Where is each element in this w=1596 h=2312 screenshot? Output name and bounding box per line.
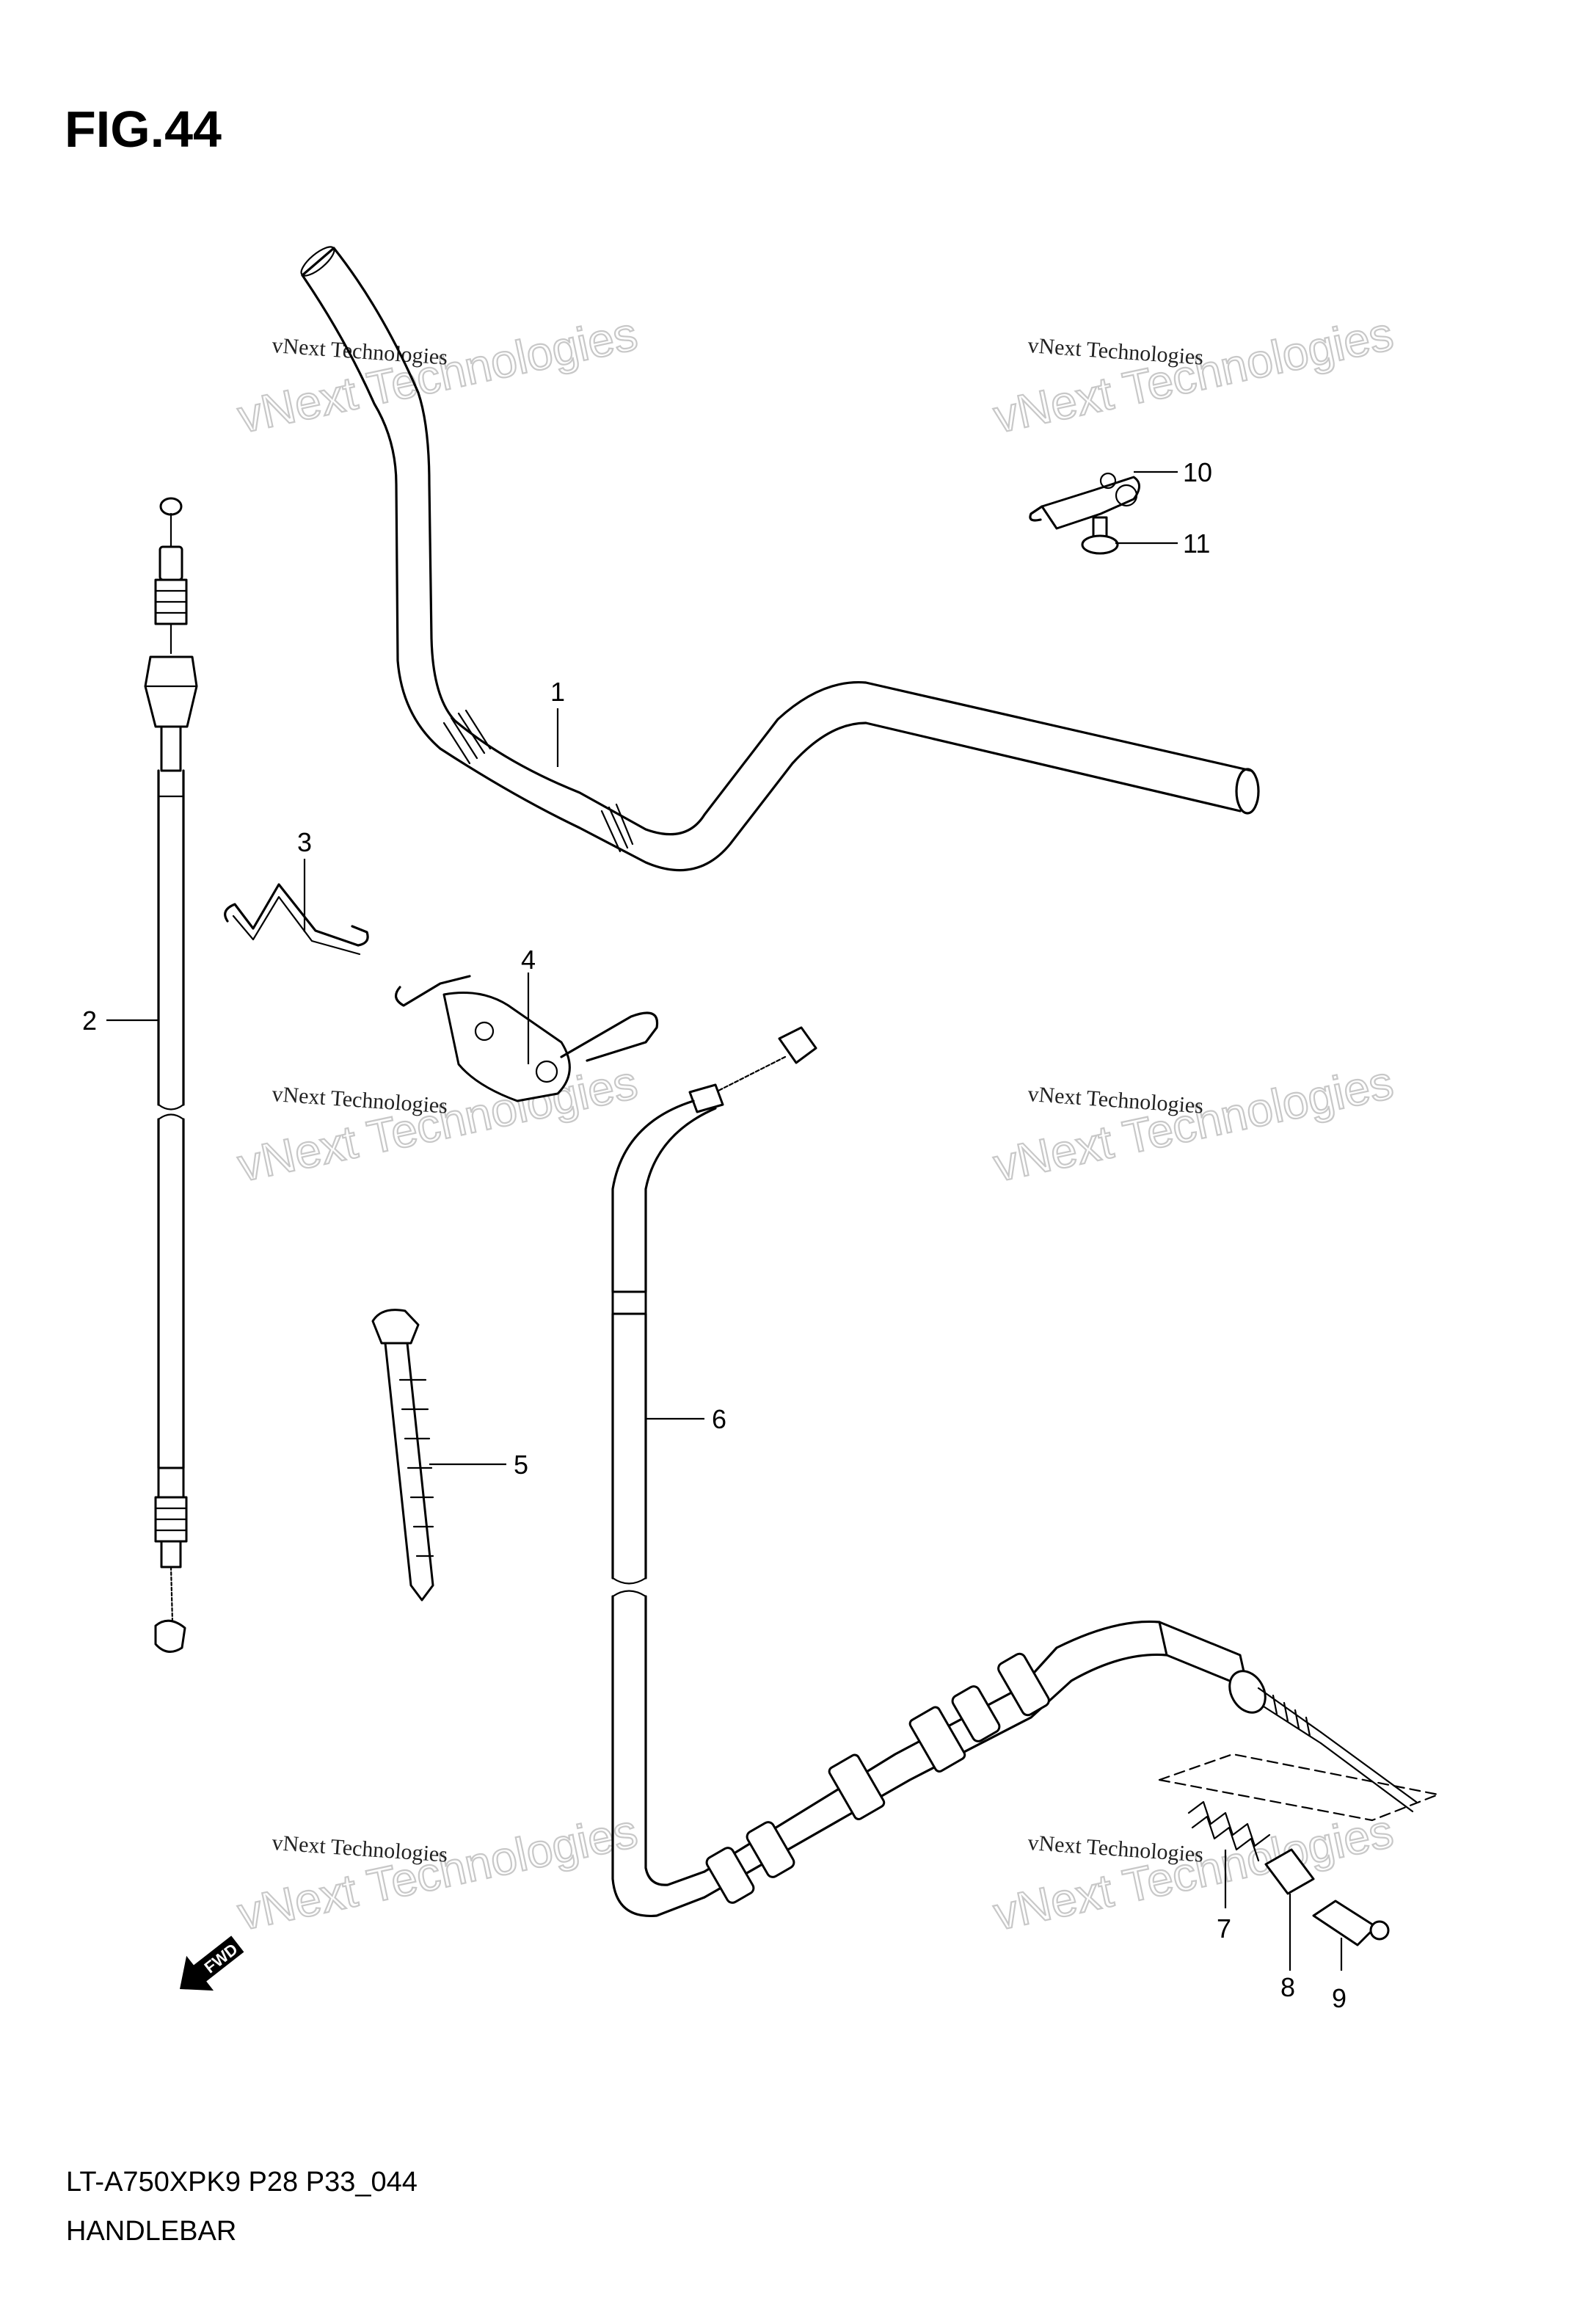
watermark-big-text: vNext Technologies	[989, 307, 1398, 443]
watermark-5: vNext Technologies vNext Technologies	[233, 1803, 643, 1941]
callout-5: 5	[514, 1450, 528, 1480]
part-11-screw: 11	[1081, 516, 1210, 559]
callout-8: 8	[1280, 1972, 1295, 2002]
part-8-cable-end: 8	[1264, 1848, 1315, 2002]
part-10-holder: 10	[1029, 457, 1212, 530]
part-9-adjuster: 9	[1312, 1900, 1390, 2013]
callout-11: 11	[1183, 528, 1210, 559]
callout-1: 1	[550, 677, 565, 707]
figure-title: FIG.44	[65, 101, 222, 158]
watermark-1: vNext Technologies vNext Technologies	[233, 306, 643, 444]
part-2-cable: 2	[82, 497, 198, 1653]
watermark-big-text: vNext Technologies	[233, 1055, 642, 1192]
fwd-arrow-icon: FWD	[180, 1935, 244, 1991]
callout-6: 6	[712, 1404, 726, 1434]
part-1-handlebar	[300, 246, 1260, 872]
callout-7: 7	[1217, 1913, 1231, 1944]
callout-2: 2	[82, 1006, 97, 1036]
watermark-4: vNext Technologies vNext Technologies	[988, 1055, 1399, 1193]
watermark-3: vNext Technologies vNext Technologies	[233, 1055, 643, 1193]
assembly-indicator	[1158, 1753, 1440, 1822]
part-4-guide: 4	[395, 945, 659, 1102]
part-6-brake-cable: 6	[611, 1026, 1418, 1917]
part-7-spring: 7	[1187, 1800, 1271, 1944]
callout-9: 9	[1332, 1983, 1347, 2013]
section-title: HANDLEBAR	[66, 2216, 236, 2247]
watermark-big-text: vNext Technologies	[233, 307, 642, 443]
callout-3: 3	[297, 827, 312, 857]
callout-4: 4	[521, 945, 536, 975]
model-code: LT-A750XPK9 P28 P33_044	[66, 2167, 418, 2198]
part-5-cable-tie: 5	[371, 1309, 528, 1602]
watermark-2: vNext Technologies vNext Technologies	[988, 306, 1399, 444]
watermark-big-text: vNext Technologies	[989, 1055, 1398, 1192]
watermark-big-text: vNext Technologies	[233, 1804, 642, 1941]
part-3-spring: 3	[224, 827, 369, 956]
callout-10: 10	[1183, 457, 1212, 487]
